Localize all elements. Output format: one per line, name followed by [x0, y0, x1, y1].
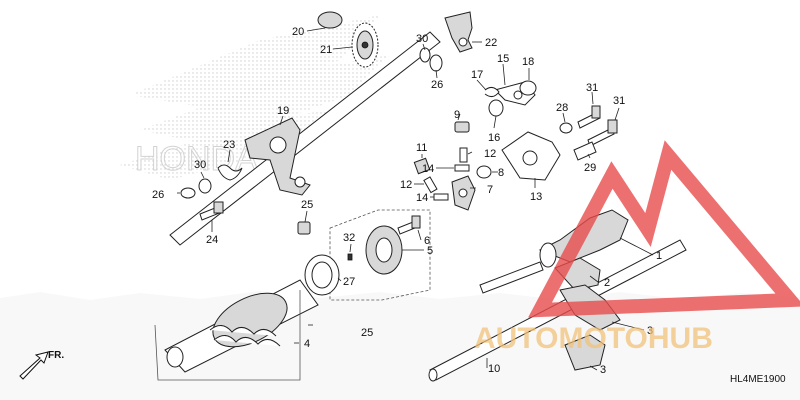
callout-23: 23: [223, 139, 235, 151]
callout-6: 6: [424, 235, 430, 247]
part-ball-11: [413, 157, 431, 175]
part-pin-32: [347, 253, 353, 261]
part-bolt-6: [397, 215, 421, 235]
part-collar-29: [573, 141, 597, 161]
part-spring-14a: [454, 164, 470, 172]
diagram-code: HL4ME1900: [730, 374, 786, 385]
callout-3-b: 3: [600, 364, 606, 376]
callout-24: 24: [206, 234, 218, 246]
part-shift-fork-3b: [564, 334, 606, 371]
callout-11: 11: [416, 142, 427, 154]
callout-7: 7: [487, 184, 493, 196]
callout-12-b: 12: [400, 179, 412, 191]
callout-5: 5: [427, 245, 433, 257]
callout-1: 1: [656, 250, 662, 262]
callout-18: 18: [522, 56, 534, 68]
leader-lines: [177, 27, 654, 371]
part-plate-13: [501, 131, 561, 181]
callout-25-bottom: 25: [361, 327, 373, 339]
part-washer-26-top: [429, 54, 443, 72]
part-bearing-27: [304, 254, 340, 296]
part-collar-16: [488, 99, 504, 117]
part-main-shaft-19: [169, 31, 441, 246]
callout-25-top: 25: [301, 199, 313, 211]
callout-13: 13: [530, 191, 542, 203]
part-washer-26-left: [180, 187, 196, 199]
callout-9: 9: [454, 109, 460, 121]
part-stopper-7: [451, 175, 476, 211]
front-arrow-icon: [19, 351, 49, 380]
part-drum-center-5: [365, 225, 403, 275]
callout-22: 22: [485, 37, 497, 49]
callout-28: 28: [556, 102, 568, 114]
callout-12-a: 12: [484, 148, 496, 160]
callout-4: 4: [304, 338, 310, 350]
callout-30-top: 30: [416, 33, 428, 45]
callout-29: 29: [584, 162, 596, 174]
part-gear-20: [317, 11, 343, 29]
callout-14-a: 14: [422, 163, 434, 175]
part-bolt-25-top: [297, 221, 311, 235]
part-guide-shaft: [479, 261, 544, 294]
part-bolt-31a: [577, 105, 601, 129]
part-spring-17: [484, 86, 500, 98]
part-washer-30-top: [419, 47, 431, 63]
part-arm-22: [444, 11, 473, 53]
part-pin-9: [454, 121, 470, 133]
part-assembly-frame-4: [154, 290, 301, 381]
callout-19: 19: [277, 105, 289, 117]
part-washer-8: [476, 165, 492, 179]
callout-14-b: 14: [416, 192, 428, 204]
part-spring-12b: [423, 176, 438, 194]
callout-8: 8: [498, 167, 504, 179]
callout-31-a: 31: [586, 82, 598, 94]
callout-16: 16: [488, 132, 500, 144]
part-spring-23: [217, 164, 243, 181]
front-direction-label: FR.: [48, 350, 64, 361]
callout-31-b: 31: [613, 95, 625, 107]
callout-17: 17: [471, 69, 483, 81]
part-washer-18: [519, 80, 537, 96]
part-shift-drum-4: [164, 279, 319, 373]
callout-10: 10: [488, 363, 500, 375]
callout-21: 21: [320, 44, 332, 56]
part-spring-14b: [433, 193, 449, 201]
part-gear-21: [351, 22, 379, 68]
callout-20: 20: [292, 26, 304, 38]
part-bolt-24: [199, 201, 224, 221]
callout-26-left: 26: [152, 189, 164, 201]
callout-15: 15: [497, 53, 509, 65]
watermark-text: AUTOMOTOHUB: [474, 322, 713, 355]
callout-32: 32: [343, 232, 355, 244]
callouts: 20 21 30 22 26 15 17 18 9 16 19 31 31 28…: [152, 26, 662, 376]
part-spring-12a: [459, 147, 468, 163]
part-collar-28: [559, 122, 573, 134]
part-washer-30-left: [198, 178, 212, 194]
callout-2: 2: [604, 277, 610, 289]
front-direction-indicator: FR.: [19, 350, 64, 380]
callout-30-left: 30: [194, 159, 206, 171]
callout-27: 27: [343, 276, 355, 288]
callout-3-a: 3: [647, 325, 653, 337]
callout-26-top: 26: [431, 79, 443, 91]
part-assembly-frame: [329, 209, 431, 301]
watermark-logo: [528, 140, 800, 318]
